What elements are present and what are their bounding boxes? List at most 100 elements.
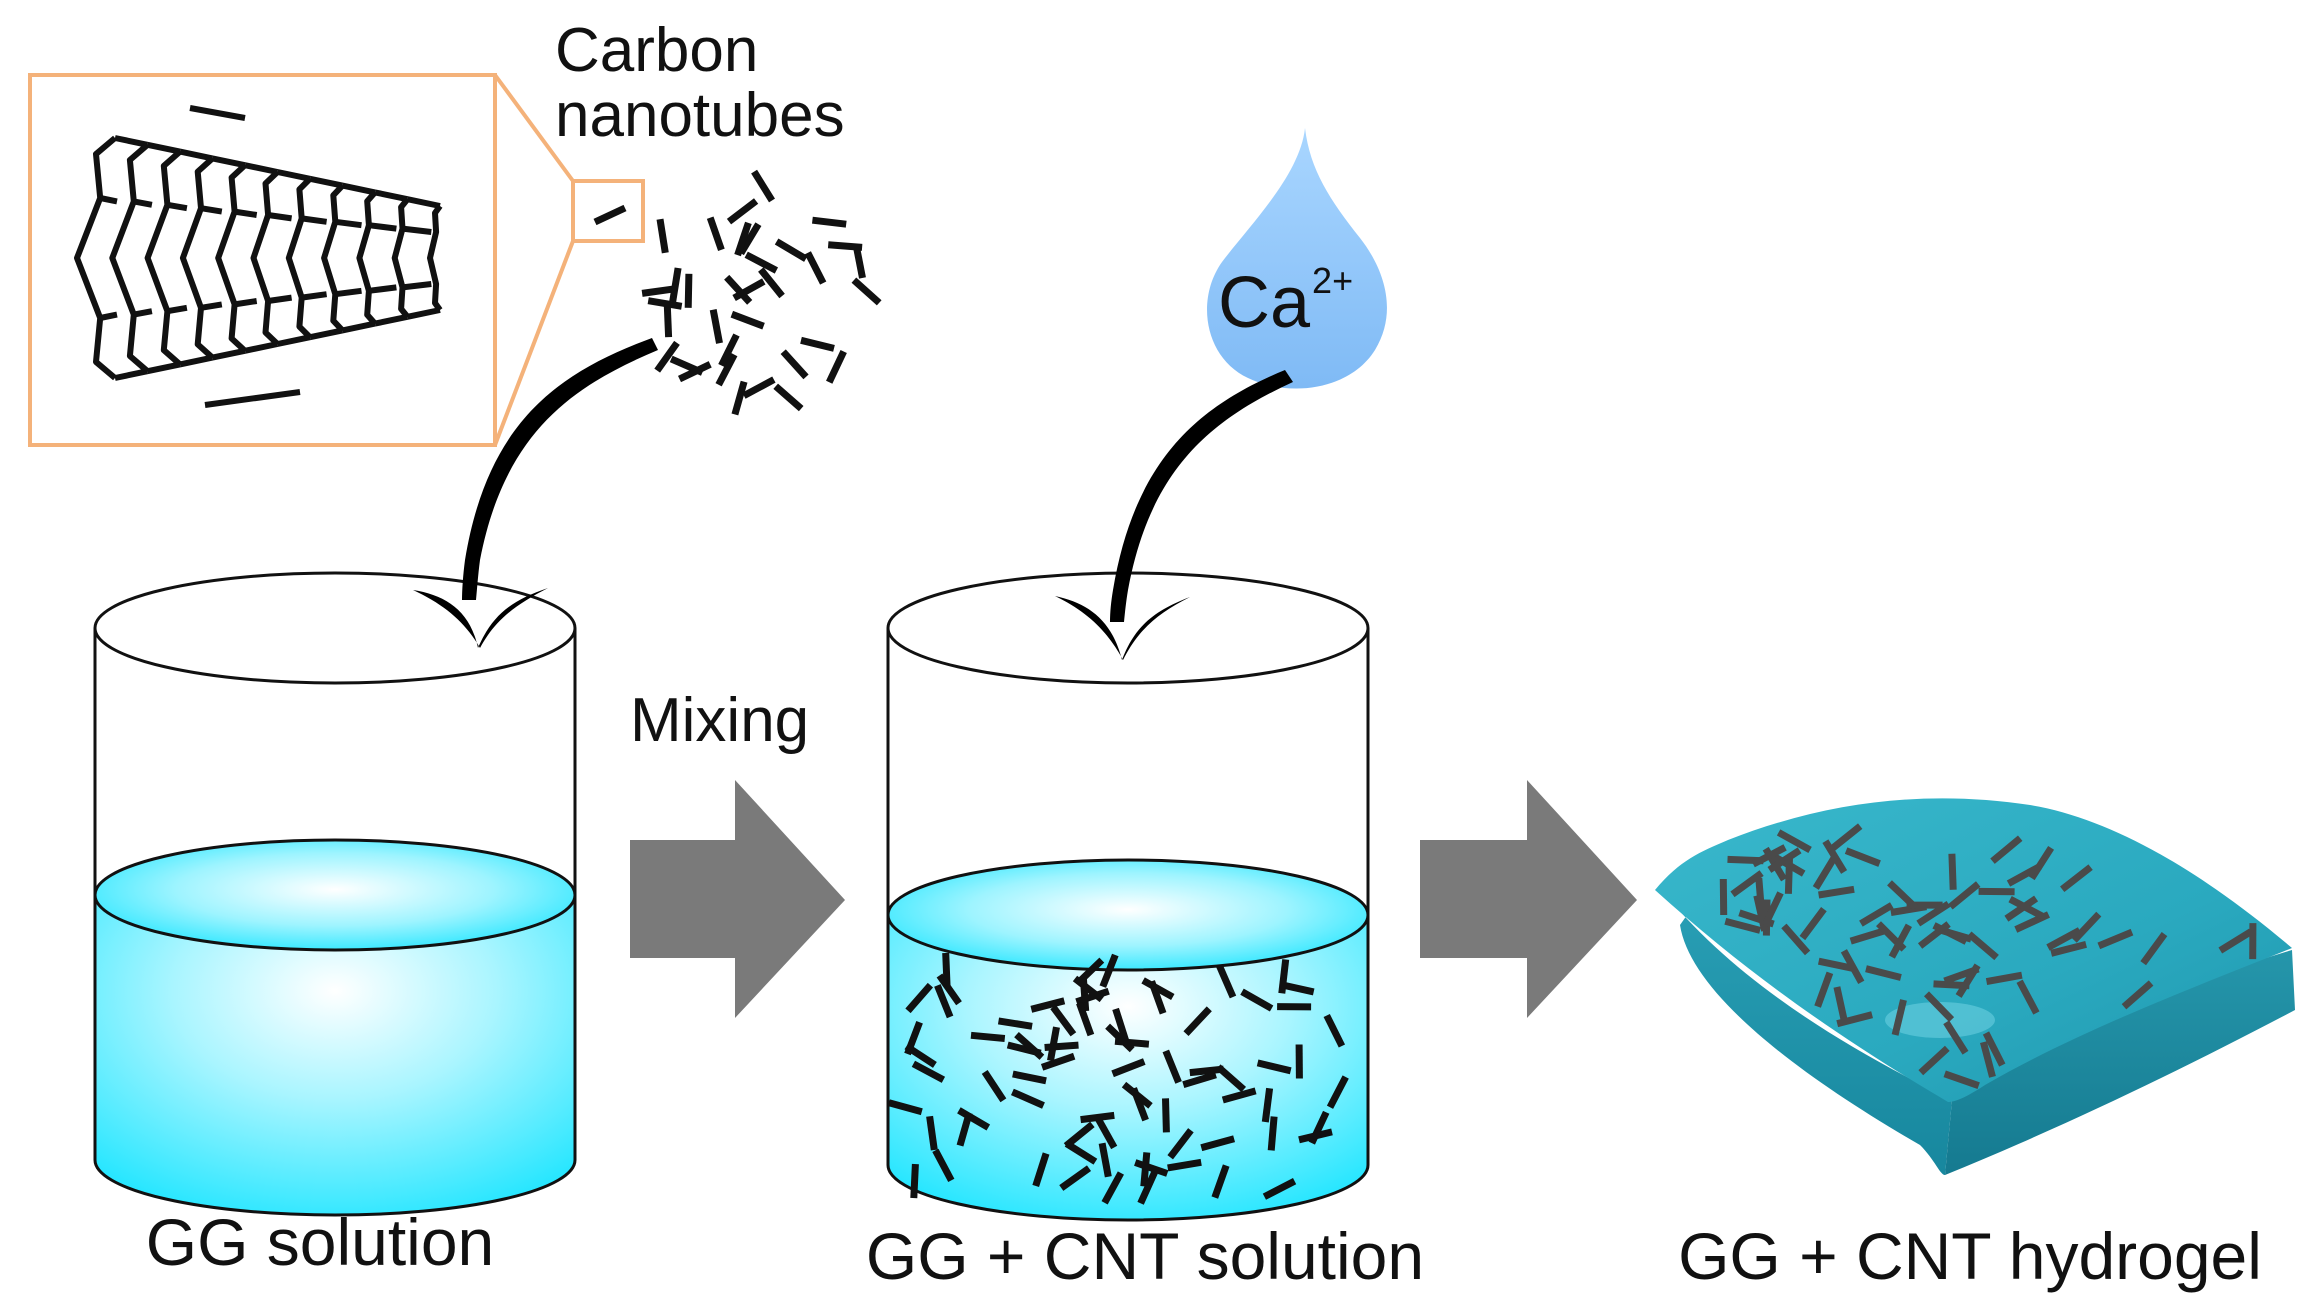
hexagon-bond [309,327,344,341]
hexagon-column [74,135,117,381]
hexagon-bond [200,205,223,215]
hexagon-bond [334,218,362,229]
nanotube-stick [1948,853,1957,890]
hexagon-column [215,162,248,354]
nanotube-stick [1326,1075,1349,1109]
nanotube-stick [742,376,776,399]
nanotube-stick [2097,928,2134,950]
curved-arrow-cnt [462,338,658,600]
nanotube-stick [1849,927,1887,945]
nanotube-stick [1966,931,1999,961]
nanotube-stick [1943,1020,1969,1055]
nanotube-stick [1162,1098,1170,1133]
nanotube-stick [1044,1041,1079,1051]
nanotube-stick [677,361,712,383]
nanotube-stick [2046,927,2082,951]
nanotube-stick [1137,1170,1158,1205]
nanotube-stick [1101,1171,1124,1205]
nanotube-stick [1099,953,1119,988]
nanotube-stick [936,973,962,1006]
zoom-line-bottom [493,240,575,446]
nanotube-stick [1148,980,1167,1015]
nanotube-stick [1767,847,1802,873]
hexagon-column [427,204,443,312]
carbon-nanotube-cluster [641,169,882,416]
hexagon-bond [99,311,118,321]
hexagon-column [144,149,182,367]
mixing-label: Mixing [630,686,810,755]
hexagon-column [321,183,345,333]
nanotube-stick [1730,870,1764,898]
nanotube-stick [934,984,954,1019]
hexagon-bond [309,175,344,189]
nanotube-stick [2218,928,2253,954]
nanotube-stick [1781,923,1811,956]
nanotube-stick [1121,1081,1153,1109]
nanotube-stick [957,1107,991,1131]
hexagon-bond [406,196,441,209]
beaker-gg-cnt-solution [886,571,1370,1222]
nanotube-stick [1211,1164,1230,1199]
droplet-icon [1207,128,1387,389]
hexagon-bond [133,198,153,208]
nanotube-stick [1098,1142,1112,1178]
nanotube-stick [851,277,882,306]
curved-arrow-cnt-head [413,588,548,648]
nanotube-stick [1918,1045,1950,1076]
inset-frame [28,73,497,447]
curved-arrow-ca [1110,370,1293,622]
hexagon-bond [166,201,188,212]
nanotube-stick [715,352,738,387]
nanotube-stick [1865,965,1902,981]
nanotube-stick [800,336,835,352]
gel-side-left [1660,881,1952,1175]
curved-arrow-ca-head [1055,596,1190,660]
nanotube-stick [926,1115,938,1151]
process-arrow-icon [1420,780,1637,1018]
nanotube-stick [2016,979,2040,1015]
carbon-nanotubes-label-line1: Carbon [555,16,759,85]
nanotube-stick [1923,991,1955,1023]
process-arrow-icon [630,780,845,1018]
nanotube-stick [1012,1070,1047,1085]
dispersed-nanotubes [888,952,1349,1205]
nanotube-structure-icon [74,105,443,408]
nanotube-stick [1040,1052,1076,1071]
nanotube-stick [2028,846,2055,881]
hexagon-bond [368,222,397,232]
nanotube-stick [1955,963,1981,998]
nanotube-stick [1948,881,1981,910]
curved-arrow-icon [413,338,1293,660]
hexagon-bond [374,189,409,203]
nanotube-stick [1162,1049,1182,1084]
nanotube-stick [2071,911,2102,943]
nanotube-stick [970,1031,1006,1042]
nanotube-stick [726,198,759,225]
hexagon-bond [368,284,397,294]
ion-symbol: Ca [1218,263,1311,343]
nanotube-stick [1105,1023,1135,1053]
hexagon-bond [334,287,362,298]
nanotube-stick [1932,922,1968,945]
nanotube-stick [758,267,785,299]
nanotube-stick [1776,829,1812,853]
nanotube-stick [981,1069,1007,1103]
hexagon-column [250,169,280,347]
gel-highlight [1885,1002,1995,1038]
nanotube-stick [718,333,740,368]
hexagon-bond [341,320,376,334]
nanotube-stick [656,218,669,254]
hexagon-bond [179,354,214,368]
nanotube-stick [1267,1116,1278,1151]
nanotube-stick [1822,839,1848,874]
nanotube-stick [1990,835,2023,864]
nanotube-stick [1888,923,1912,959]
nanotube-stick [1812,855,1838,890]
nanotube-stick [1032,1152,1050,1187]
nanotube-stick [905,982,934,1014]
nanotube-stick [1112,1007,1130,1043]
gg-cnt-hydrogel-caption: GG + CNT hydrogel [1678,1219,2262,1293]
liquid-surface [93,838,577,952]
calcium-ion-label: Ca2+ [1218,262,1353,342]
nanotube-stick [956,1111,973,1147]
